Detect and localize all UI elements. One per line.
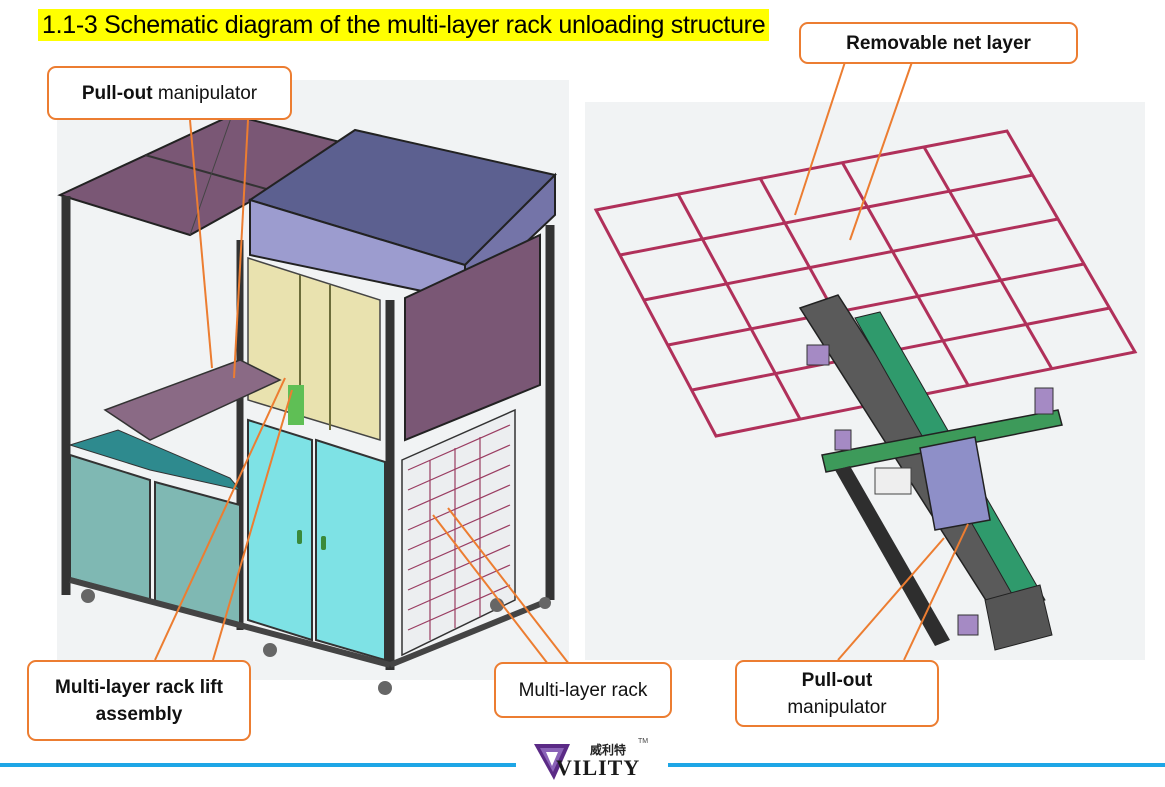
callout-line-2: manipulator (787, 696, 887, 718)
callout-bold-text: Pull-out (81, 82, 153, 104)
footer-line-right (668, 763, 1165, 767)
callout-pull-out-manipulator-right: Pull-out manipulator (735, 660, 939, 727)
callout-line-2: assembly (95, 703, 183, 725)
removable-net-layer-frame (593, 129, 1138, 438)
right-manipulator-render (585, 102, 1145, 660)
diamond-icon (534, 744, 570, 780)
footer-line-left (0, 763, 516, 767)
logo-chinese-text: 威利特 (590, 743, 627, 757)
callout-text: Removable net layer (846, 32, 1031, 54)
callout-pull-out-manipulator-left: Pull-out manipulator (47, 66, 292, 120)
page-title: 1.1-3 Schematic diagram of the multi-lay… (38, 9, 770, 41)
logo-english-text: VILITY (556, 755, 641, 780)
company-logo: 威利特 TM VILITY (528, 738, 656, 784)
callout-multi-layer-rack: Multi-layer rack (494, 662, 672, 718)
callout-line-1: Pull-out (801, 669, 873, 691)
callout-line-1: Multi-layer rack lift (55, 676, 223, 698)
left-machine-render (57, 80, 569, 695)
callout-rest-text: manipulator (152, 82, 258, 104)
callout-text: Multi-layer rack (518, 679, 648, 701)
callout-multi-layer-rack-lift-assembly: Multi-layer rack lift assembly (27, 660, 251, 741)
leader-lines (154, 61, 969, 665)
logo-trademark: TM (638, 738, 649, 745)
callout-removable-net-layer: Removable net layer (799, 22, 1078, 64)
